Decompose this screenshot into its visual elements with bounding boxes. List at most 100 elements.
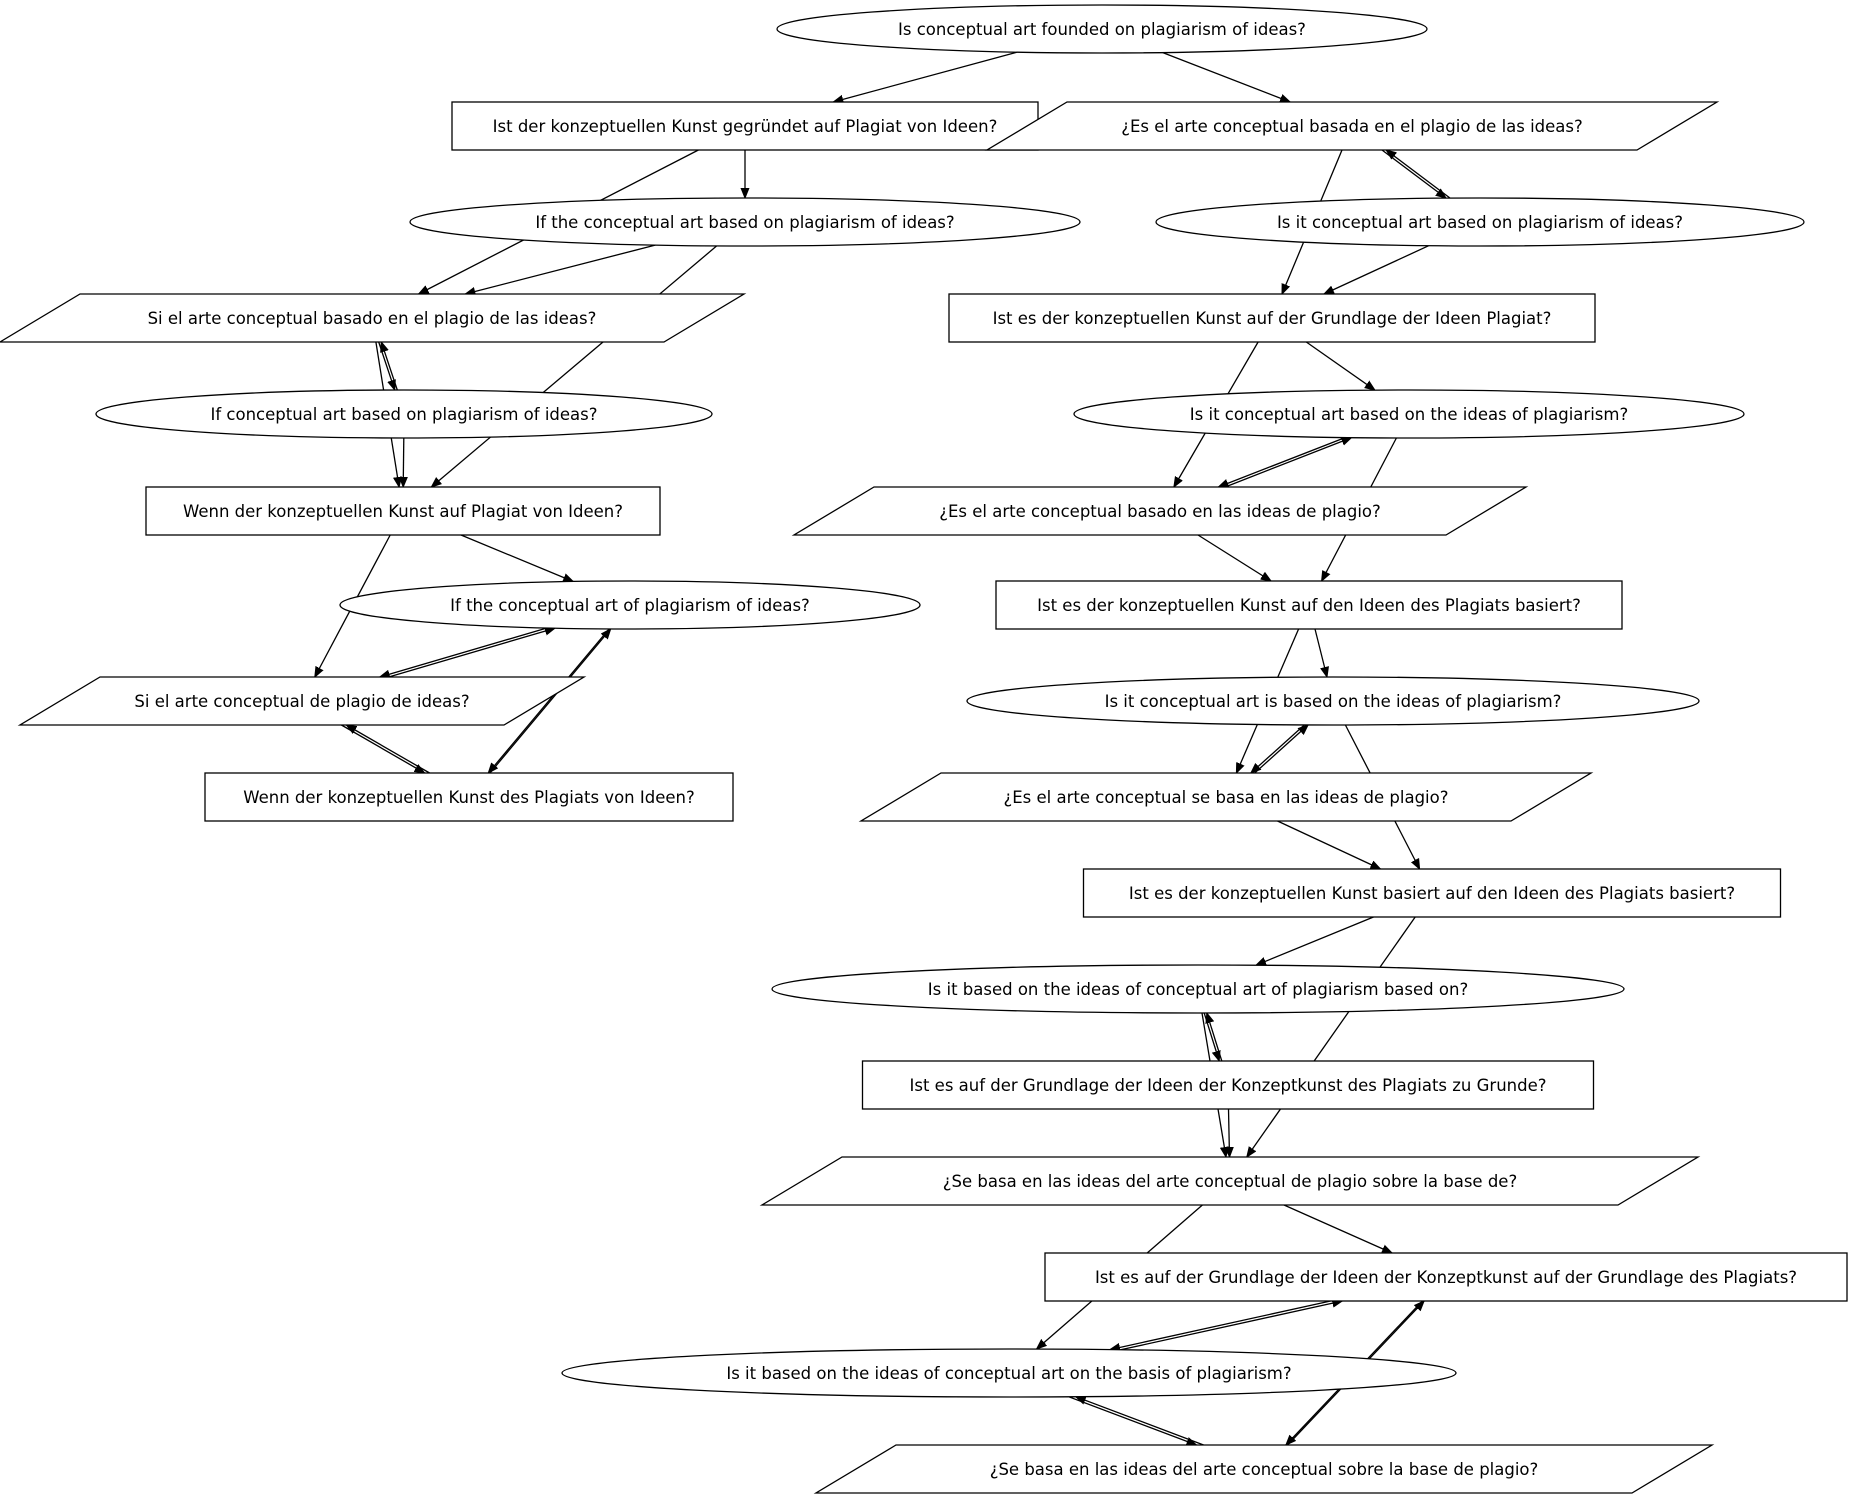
node-n14: Is it conceptual art is based on the ide…: [966, 676, 1700, 726]
parallelogram-shape: [0, 293, 747, 343]
node-n15: Wenn der konzeptuellen Kunst des Plagiat…: [204, 772, 734, 822]
edge-n8-to-n10: [1218, 436, 1346, 488]
edge-n22-to-n21: [1120, 1301, 1343, 1351]
edge-n15-to-n13: [346, 725, 430, 774]
box-shape: [204, 772, 734, 822]
edge-n6-to-n8: [1305, 341, 1375, 390]
node-n1: Ist der konzeptuellen Kunst gegründet au…: [451, 101, 1039, 151]
node-n17: Ist es der konzeptuellen Kunst basiert a…: [1082, 868, 1782, 918]
edge-n2-to-n4: [1381, 149, 1446, 198]
edge-n4-to-n6: [1324, 245, 1429, 295]
node-label: If the conceptual art based on plagiaris…: [535, 213, 954, 232]
parallelogram-shape: [858, 772, 1594, 822]
node-label: Ist der konzeptuellen Kunst gegründet au…: [493, 117, 998, 136]
box-shape: [995, 580, 1623, 630]
node-label: Is it based on the ideas of conceptual a…: [726, 1364, 1291, 1383]
edge-n19-to-n18: [1207, 1013, 1223, 1062]
node-n18: Is it based on the ideas of conceptual a…: [771, 964, 1625, 1014]
node-n10: ¿Es el arte conceptual basado en las ide…: [791, 486, 1529, 536]
node-label: Is it conceptual art based on plagiarism…: [1277, 213, 1683, 232]
node-n4: Is it conceptual art based on plagiarism…: [1155, 197, 1805, 247]
ellipse-shape: [776, 4, 1428, 54]
node-n6: Ist es der konzeptuellen Kunst auf der G…: [948, 293, 1596, 343]
edge-n13-to-n15: [341, 724, 424, 773]
edge-n5-to-n7: [378, 341, 395, 390]
edge-n19-to-n20: [1229, 1108, 1230, 1157]
parallelogram-shape: [759, 1156, 1701, 1206]
ellipse-shape: [409, 197, 1081, 247]
edge-n7-to-n5: [381, 342, 398, 391]
node-n22: Is it based on the ideas of conceptual a…: [561, 1348, 1457, 1398]
ellipse-shape: [771, 964, 1625, 1014]
node-n3: If the conceptual art based on plagiaris…: [409, 197, 1081, 247]
node-label: Si el arte conceptual de plagio de ideas…: [134, 692, 469, 711]
edge-n21-to-n22: [1110, 1300, 1331, 1350]
ellipse-shape: [966, 676, 1700, 726]
parallelogram-shape: [813, 1444, 1715, 1494]
parallelogram-shape: [791, 486, 1529, 536]
node-n0: Is conceptual art founded on plagiarism …: [776, 4, 1428, 54]
edge-n0-to-n1: [833, 51, 1017, 102]
ellipse-shape: [561, 1348, 1457, 1398]
node-label: ¿Se basa en las ideas del arte conceptua…: [990, 1460, 1539, 1479]
edge-n10-to-n8: [1224, 436, 1351, 488]
parallelogram-shape: [984, 101, 1720, 151]
ellipse-shape: [1155, 197, 1805, 247]
edge-n13-to-n11: [388, 628, 555, 678]
edge-n10-to-n12: [1197, 534, 1271, 581]
box-shape: [451, 101, 1039, 151]
node-label: Ist es auf der Grundlage der Ideen der K…: [1095, 1268, 1797, 1287]
node-label: If the conceptual art of plagiarism of i…: [450, 596, 810, 615]
edge-n14-to-n16: [1251, 724, 1305, 773]
ellipse-shape: [95, 389, 713, 439]
node-n16: ¿Es el arte conceptual se basa en las id…: [858, 772, 1594, 822]
node-n23: ¿Se basa en las ideas del arte conceptua…: [813, 1444, 1715, 1494]
node-label: Wenn der konzeptuellen Kunst auf Plagiat…: [183, 502, 623, 521]
node-label: ¿Se basa en las ideas del arte conceptua…: [943, 1172, 1517, 1191]
box-shape: [145, 486, 661, 536]
edge-n22-to-n23: [1068, 1396, 1197, 1445]
edge-n17-to-n20: [1247, 916, 1416, 1157]
node-label: Wenn der konzeptuellen Kunst des Plagiat…: [243, 788, 694, 807]
edge-n20-to-n21: [1283, 1204, 1392, 1254]
edge-n11-to-n13: [380, 627, 548, 677]
node-label: Ist es der konzeptuellen Kunst basiert a…: [1129, 884, 1735, 903]
parallelogram-shape: [17, 676, 587, 726]
node-n12: Ist es der konzeptuellen Kunst auf den I…: [995, 580, 1623, 630]
box-shape: [861, 1060, 1595, 1110]
edge-n12-to-n14: [1314, 628, 1327, 677]
node-label: Is it based on the ideas of conceptual a…: [928, 980, 1468, 999]
ellipse-shape: [1073, 389, 1745, 439]
node-label: ¿Es el arte conceptual se basa en las id…: [1004, 788, 1449, 807]
node-n20: ¿Se basa en las ideas del arte conceptua…: [759, 1156, 1701, 1206]
node-label: Ist es auf der Grundlage der Ideen der K…: [909, 1076, 1546, 1095]
node-n21: Ist es auf der Grundlage der Ideen der K…: [1044, 1252, 1848, 1302]
node-n7: If conceptual art based on plagiarism of…: [95, 389, 713, 439]
node-label: Ist es der konzeptuellen Kunst auf der G…: [993, 309, 1552, 328]
node-n5: Si el arte conceptual basado en el plagi…: [0, 293, 747, 343]
node-n8: Is it conceptual art based on the ideas …: [1073, 389, 1745, 439]
node-label: If conceptual art based on plagiarism of…: [210, 405, 597, 424]
node-n11: If the conceptual art of plagiarism of i…: [339, 580, 921, 630]
nodes: Is conceptual art founded on plagiarism …: [0, 4, 1848, 1494]
node-n13: Si el arte conceptual de plagio de ideas…: [17, 676, 587, 726]
node-label: Is it conceptual art is based on the ide…: [1105, 692, 1562, 711]
node-n9: Wenn der konzeptuellen Kunst auf Plagiat…: [145, 486, 661, 536]
edge-n15-to-n11: [489, 629, 611, 774]
node-label: Is it conceptual art based on the ideas …: [1190, 405, 1628, 424]
node-label: Ist es der konzeptuellen Kunst auf den I…: [1037, 596, 1581, 615]
edge-n17-to-n18: [1256, 916, 1374, 966]
edges: [315, 51, 1451, 1445]
box-shape: [1082, 868, 1782, 918]
ellipse-shape: [339, 580, 921, 630]
edge-n7-to-n9: [403, 437, 404, 487]
node-label: Is conceptual art founded on plagiarism …: [898, 20, 1306, 39]
edge-n3-to-n5: [465, 244, 656, 294]
edge-n16-to-n17: [1277, 820, 1381, 870]
node-label: ¿Es el arte conceptual basado en las ide…: [939, 502, 1381, 521]
node-n2: ¿Es el arte conceptual basada en el plag…: [984, 101, 1720, 151]
edge-n11-to-n15: [488, 628, 610, 773]
box-shape: [1044, 1252, 1848, 1302]
node-label: Si el arte conceptual basado en el plagi…: [148, 309, 597, 328]
